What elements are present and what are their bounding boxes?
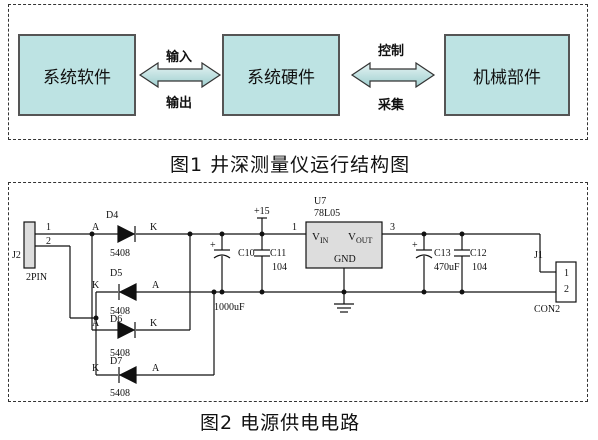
c13-ref: C13 (434, 248, 451, 259)
u7-regulator (305, 221, 383, 269)
d5-value: 5408 (110, 306, 130, 317)
j1-ref: J1 (534, 250, 543, 261)
figure2-frame (8, 182, 588, 402)
u7-pin1: 1 (292, 222, 297, 233)
d4-ref: D4 (106, 210, 118, 221)
j1-value: CON2 (534, 304, 560, 315)
plus15-label: +15 (254, 206, 270, 217)
system-software-box: 系统软件 (18, 34, 136, 116)
mechanical-parts-box: 机械部件 (444, 34, 570, 116)
input-output-double-arrow (138, 61, 222, 89)
c12-ref: C12 (470, 248, 487, 259)
d4-value: 5408 (110, 248, 130, 259)
j2-connector (23, 221, 36, 269)
j1-pin1: 1 (564, 268, 569, 279)
diode-d5 (118, 283, 137, 301)
j2-value: 2PIN (26, 272, 47, 283)
j1-connector (555, 261, 577, 303)
u7-vout: VOUT (348, 231, 373, 245)
c10-polarity: + (210, 240, 216, 251)
d4-cathode: K (150, 222, 158, 233)
j2-pin1: 1 (46, 222, 51, 233)
acquire-label: 采集 (378, 98, 405, 113)
figure1-frame (8, 4, 588, 140)
d6-ref: D6 (110, 314, 122, 325)
d4-anode: A (92, 222, 100, 233)
d6-anode: A (92, 318, 100, 329)
control-label: 控制 (378, 44, 405, 59)
c13-polarity: + (412, 240, 418, 251)
diode-d7 (118, 366, 137, 384)
d6-cathode: K (150, 318, 158, 329)
c10-ref: C10 (238, 248, 255, 259)
c11-value: 104 (272, 262, 287, 273)
j2-pin2: 2 (46, 236, 51, 247)
input-label: 输入 (166, 50, 193, 65)
d7-cathode: K (92, 363, 100, 374)
j2-ref: J2 (12, 250, 21, 261)
system-hardware-label: 系统硬件 (247, 67, 315, 88)
control-acquire-double-arrow (350, 61, 436, 89)
d6-value: 5408 (110, 348, 130, 359)
u7-ref: U7 (314, 196, 326, 207)
j1-pin2: 2 (564, 284, 569, 295)
d5-ref: D5 (110, 268, 122, 279)
d7-anode: A (152, 363, 160, 374)
system-software-label: 系统软件 (43, 67, 111, 88)
c10-value: 1000uF (214, 302, 245, 313)
system-hardware-box: 系统硬件 (222, 34, 340, 116)
diode-d4 (117, 225, 136, 243)
u7-gnd: GND (334, 254, 356, 265)
figure2-caption: 图2 电源供电电路 (200, 412, 361, 434)
d7-value: 5408 (110, 388, 130, 399)
mechanical-parts-label: 机械部件 (473, 67, 541, 88)
figure1-arrows (138, 61, 436, 89)
c12-value: 104 (472, 262, 487, 273)
d5-cathode: K (92, 280, 100, 291)
u7-pin3: 3 (390, 222, 395, 233)
d5-anode: A (152, 280, 160, 291)
u7-vin: VIN (312, 231, 329, 245)
c13-value: 470uF (434, 262, 460, 273)
u7-value: 78L05 (314, 208, 340, 219)
output-label: 输出 (166, 96, 193, 111)
diode-d6 (117, 321, 136, 339)
c11-ref: C11 (270, 248, 286, 259)
figure1-caption: 图1 井深测量仪运行结构图 (170, 154, 411, 176)
d7-ref: D7 (110, 356, 122, 367)
